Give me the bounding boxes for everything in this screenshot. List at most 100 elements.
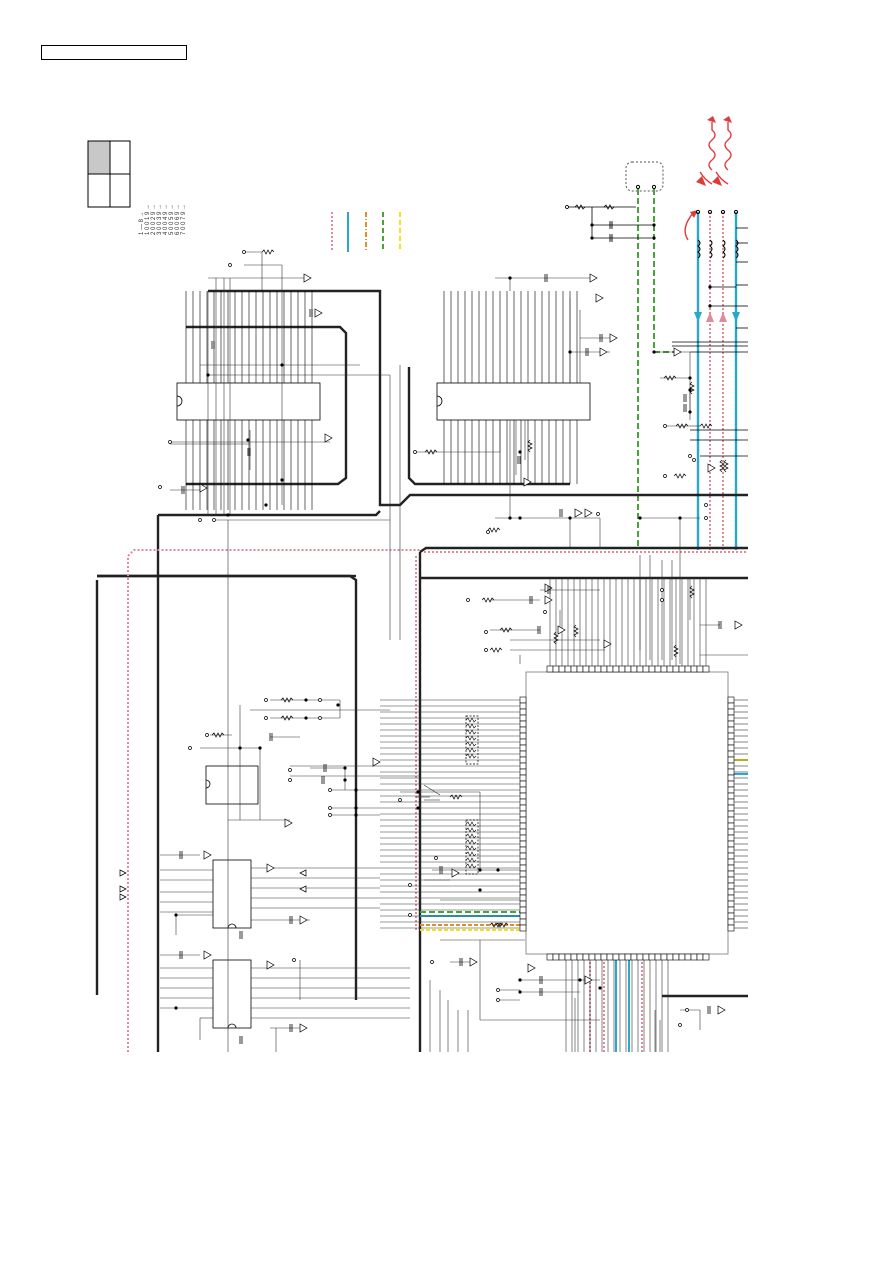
terminal-icon: [434, 856, 438, 860]
junction-dot: [343, 766, 347, 770]
resistor-networks: [465, 715, 479, 875]
junction-dot: [206, 373, 210, 377]
ic-mid: [436, 382, 591, 421]
ground-icon: [203, 850, 212, 860]
main-chip-pin-bottom: [678, 953, 686, 961]
thin-wiring: [160, 251, 748, 1052]
main-chip-pin-top: [588, 665, 596, 673]
resistor-network-element: [465, 839, 477, 845]
main-chip-pin-bottom: [672, 953, 680, 961]
main-chip-pin-right: [727, 906, 735, 914]
main-chip-pin-bottom: [546, 953, 554, 961]
junction-dot: [708, 285, 712, 289]
ground-icon: [266, 960, 275, 970]
junction-dot: [174, 913, 178, 917]
terminal-icon: [413, 450, 417, 454]
terminal-icon: [328, 806, 332, 810]
main-chip-pin-right: [727, 822, 735, 830]
resistor-icon: [689, 381, 695, 395]
legend-row-0: 1 — 8 →: [139, 211, 145, 235]
junction-dot: [280, 478, 284, 482]
ground-icon: [544, 595, 553, 605]
rf-coils: [672, 209, 748, 550]
junction-dots: [174, 223, 712, 1010]
junction-dot: [354, 806, 358, 810]
legend-row-1: 1 0 0 1 9 →: [145, 204, 151, 235]
resistor-icon: [699, 423, 713, 429]
resistor-icon: [280, 697, 294, 703]
junction-dot: [174, 1006, 178, 1010]
junction-dot: [354, 788, 358, 792]
junction-dot: [518, 516, 522, 520]
resistor-icon: [689, 585, 695, 599]
small-ic-upper: [205, 765, 259, 805]
resistor-network-element: [465, 747, 477, 753]
terminal-icon: [318, 698, 322, 702]
main-chip-pin-left: [519, 864, 527, 872]
main-chip-pin-top: [600, 665, 608, 673]
terminal-icon: [704, 503, 708, 507]
main-chip-pin-left: [519, 804, 527, 812]
main-chip-pin-left: [519, 708, 527, 716]
main-chip-pin-left: [519, 786, 527, 794]
main-chip-pin-bottom: [612, 953, 620, 961]
ground-icon: [324, 433, 333, 443]
junction-dot: [258, 746, 262, 750]
terminal-icon: [328, 813, 332, 817]
resistor-icon: [449, 794, 463, 800]
terminal-icon: [486, 530, 490, 534]
main-chip-pin-left: [519, 912, 527, 920]
terminal-icon: [685, 1008, 689, 1012]
main-chip-pin-top: [618, 665, 626, 673]
antenna-connector: [625, 161, 674, 549]
resistor-symbols: [211, 249, 729, 928]
main-chip-pin-right: [727, 864, 735, 872]
ground-icon: [707, 463, 716, 473]
main-chip-pin-right: [727, 912, 735, 920]
resistor-network-elements: [465, 717, 477, 869]
junction-dot: [678, 516, 682, 520]
main-chip-pin-right: [727, 894, 735, 902]
junction-dot: [652, 223, 656, 227]
ground-icon: [266, 863, 275, 873]
terminal-icon: [466, 598, 470, 602]
pink-bus-outline: [127, 549, 748, 1052]
resistor-icon: [723, 459, 729, 473]
main-chip-pin-left: [519, 792, 527, 800]
junction-dot: [246, 438, 250, 442]
ground-icon: [299, 915, 308, 925]
main-chip-pin-top: [636, 665, 644, 673]
main-chip-pin-top: [546, 665, 554, 673]
main-chip-pin-top: [612, 665, 620, 673]
junction-dot: [652, 236, 656, 240]
junction-dot: [304, 716, 308, 720]
main-chip-pin-left: [519, 882, 527, 890]
terminal-icon: [692, 458, 696, 462]
terminal-icon: [264, 716, 268, 720]
main-chip-pin-bottom: [630, 953, 638, 961]
ground-icon: [451, 868, 460, 878]
junction-dot: [688, 410, 692, 414]
terminal-icon: [688, 454, 692, 458]
main-chip-pin-bottom: [696, 953, 704, 961]
main-chip-pin-bottom: [582, 953, 590, 961]
terminal-icon: [242, 250, 246, 254]
main-chip-pin-right: [727, 774, 735, 782]
main-chip-pin-top: [702, 665, 710, 673]
main-chip-pin-left: [519, 744, 527, 752]
junction-dot: [478, 868, 482, 872]
resistor-network-element: [465, 845, 477, 851]
main-chip-pin-left: [519, 846, 527, 854]
terminal-icon: [496, 988, 500, 992]
resistor-icon: [673, 644, 679, 658]
terminal-icon: [292, 958, 296, 962]
main-chip-pin-right: [727, 858, 735, 866]
ground-icon: [314, 308, 323, 318]
resistor-network-element: [465, 735, 477, 741]
main-chip-pin-right: [727, 702, 735, 710]
main-chip-pin-right: [727, 786, 735, 794]
terminal-icon: [484, 630, 488, 634]
main-chip-pin-bottom: [690, 953, 698, 961]
main-chip-pin-left: [519, 834, 527, 842]
main-chip-pin-top: [594, 665, 602, 673]
